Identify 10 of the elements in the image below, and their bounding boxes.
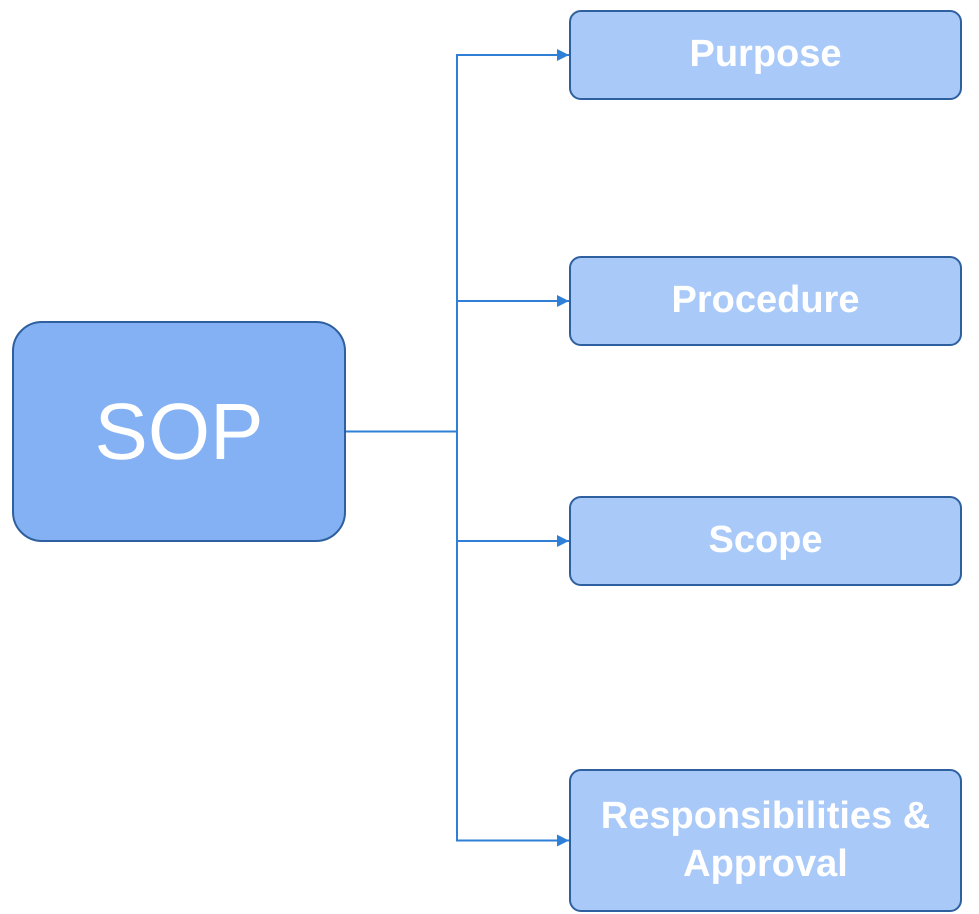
topic-box xyxy=(569,256,962,346)
topic-box xyxy=(569,10,962,100)
box-label: Procedure xyxy=(672,278,860,324)
box-label: Responsibilities & Approval xyxy=(600,794,932,886)
box-label: SOP xyxy=(94,386,264,478)
topic-box xyxy=(569,769,962,912)
box-label: Scope xyxy=(708,518,823,564)
root-box xyxy=(12,321,346,542)
topic-box xyxy=(569,496,962,586)
box-label: Purpose xyxy=(689,32,842,78)
